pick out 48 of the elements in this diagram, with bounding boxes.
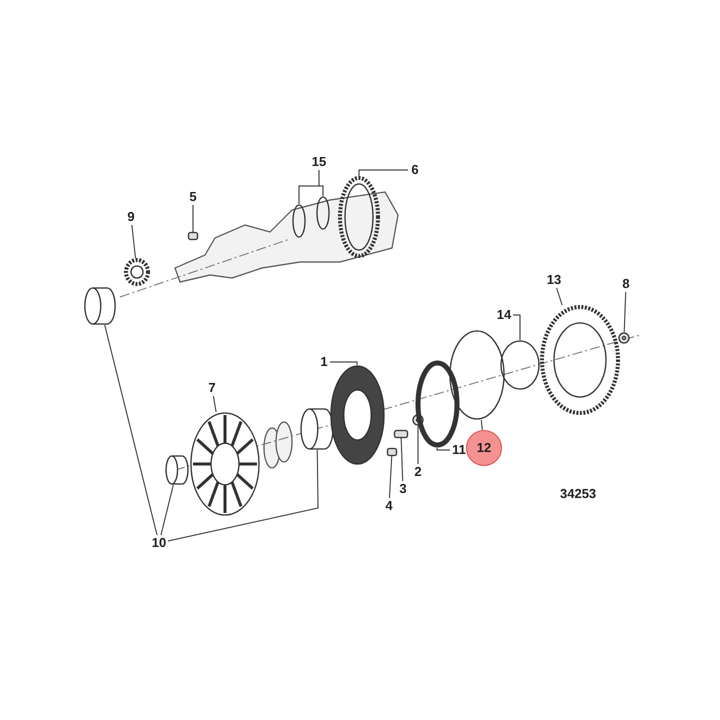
leader-line (160, 484, 174, 536)
leader-line (192, 204, 194, 232)
highlighted-callout-number: 12 (466, 430, 502, 466)
ring-drawing (292, 204, 306, 238)
gear-drawing (124, 258, 150, 286)
callout-number: 8 (620, 276, 632, 292)
leader-line (212, 396, 217, 412)
callout-number: 1 (318, 354, 330, 370)
leader-line (358, 170, 408, 176)
housing-drawing (330, 365, 385, 465)
leader-line (330, 362, 358, 366)
bolt-drawing (618, 332, 630, 344)
bearing-shell-drawing (298, 408, 336, 450)
callout-number: 11 (450, 442, 468, 458)
leader-line (512, 314, 520, 340)
callout-number: 6 (408, 162, 422, 178)
pin-drawing (394, 430, 408, 438)
leader-line (318, 170, 324, 196)
leader-line (400, 438, 404, 482)
callout-number: 10 (150, 535, 168, 551)
callout-number: 9 (125, 209, 137, 225)
leader-line (168, 450, 318, 542)
leader-line (480, 420, 483, 430)
callout-number: 3 (397, 481, 409, 497)
callout-number: 13 (545, 272, 563, 288)
gear-drawing (338, 176, 380, 258)
pin-drawing (387, 448, 397, 456)
ring-gear-drawing (540, 305, 620, 415)
callout-number: 15 (310, 154, 328, 170)
callout-number: 14 (495, 307, 513, 323)
leader-line (131, 224, 136, 258)
ring-drawing (316, 196, 330, 230)
leader-line (556, 288, 563, 306)
leader-line (436, 448, 450, 450)
bearing-shell-drawing (82, 287, 118, 325)
pin-drawing (188, 232, 198, 240)
callout-number: 2 (412, 464, 424, 480)
leader-line (624, 292, 626, 332)
callout-number: 4 (383, 498, 395, 514)
ring-drawing (449, 330, 505, 420)
bearing-shell-drawing (164, 455, 190, 485)
leader-line (388, 456, 392, 498)
leader-line (104, 324, 158, 536)
ring-drawing (500, 340, 540, 390)
bearing-cap-drawing (190, 412, 260, 516)
callout-number: 7 (206, 380, 218, 396)
callout-number: 5 (187, 189, 199, 205)
figure-number: 34253 (560, 486, 596, 502)
